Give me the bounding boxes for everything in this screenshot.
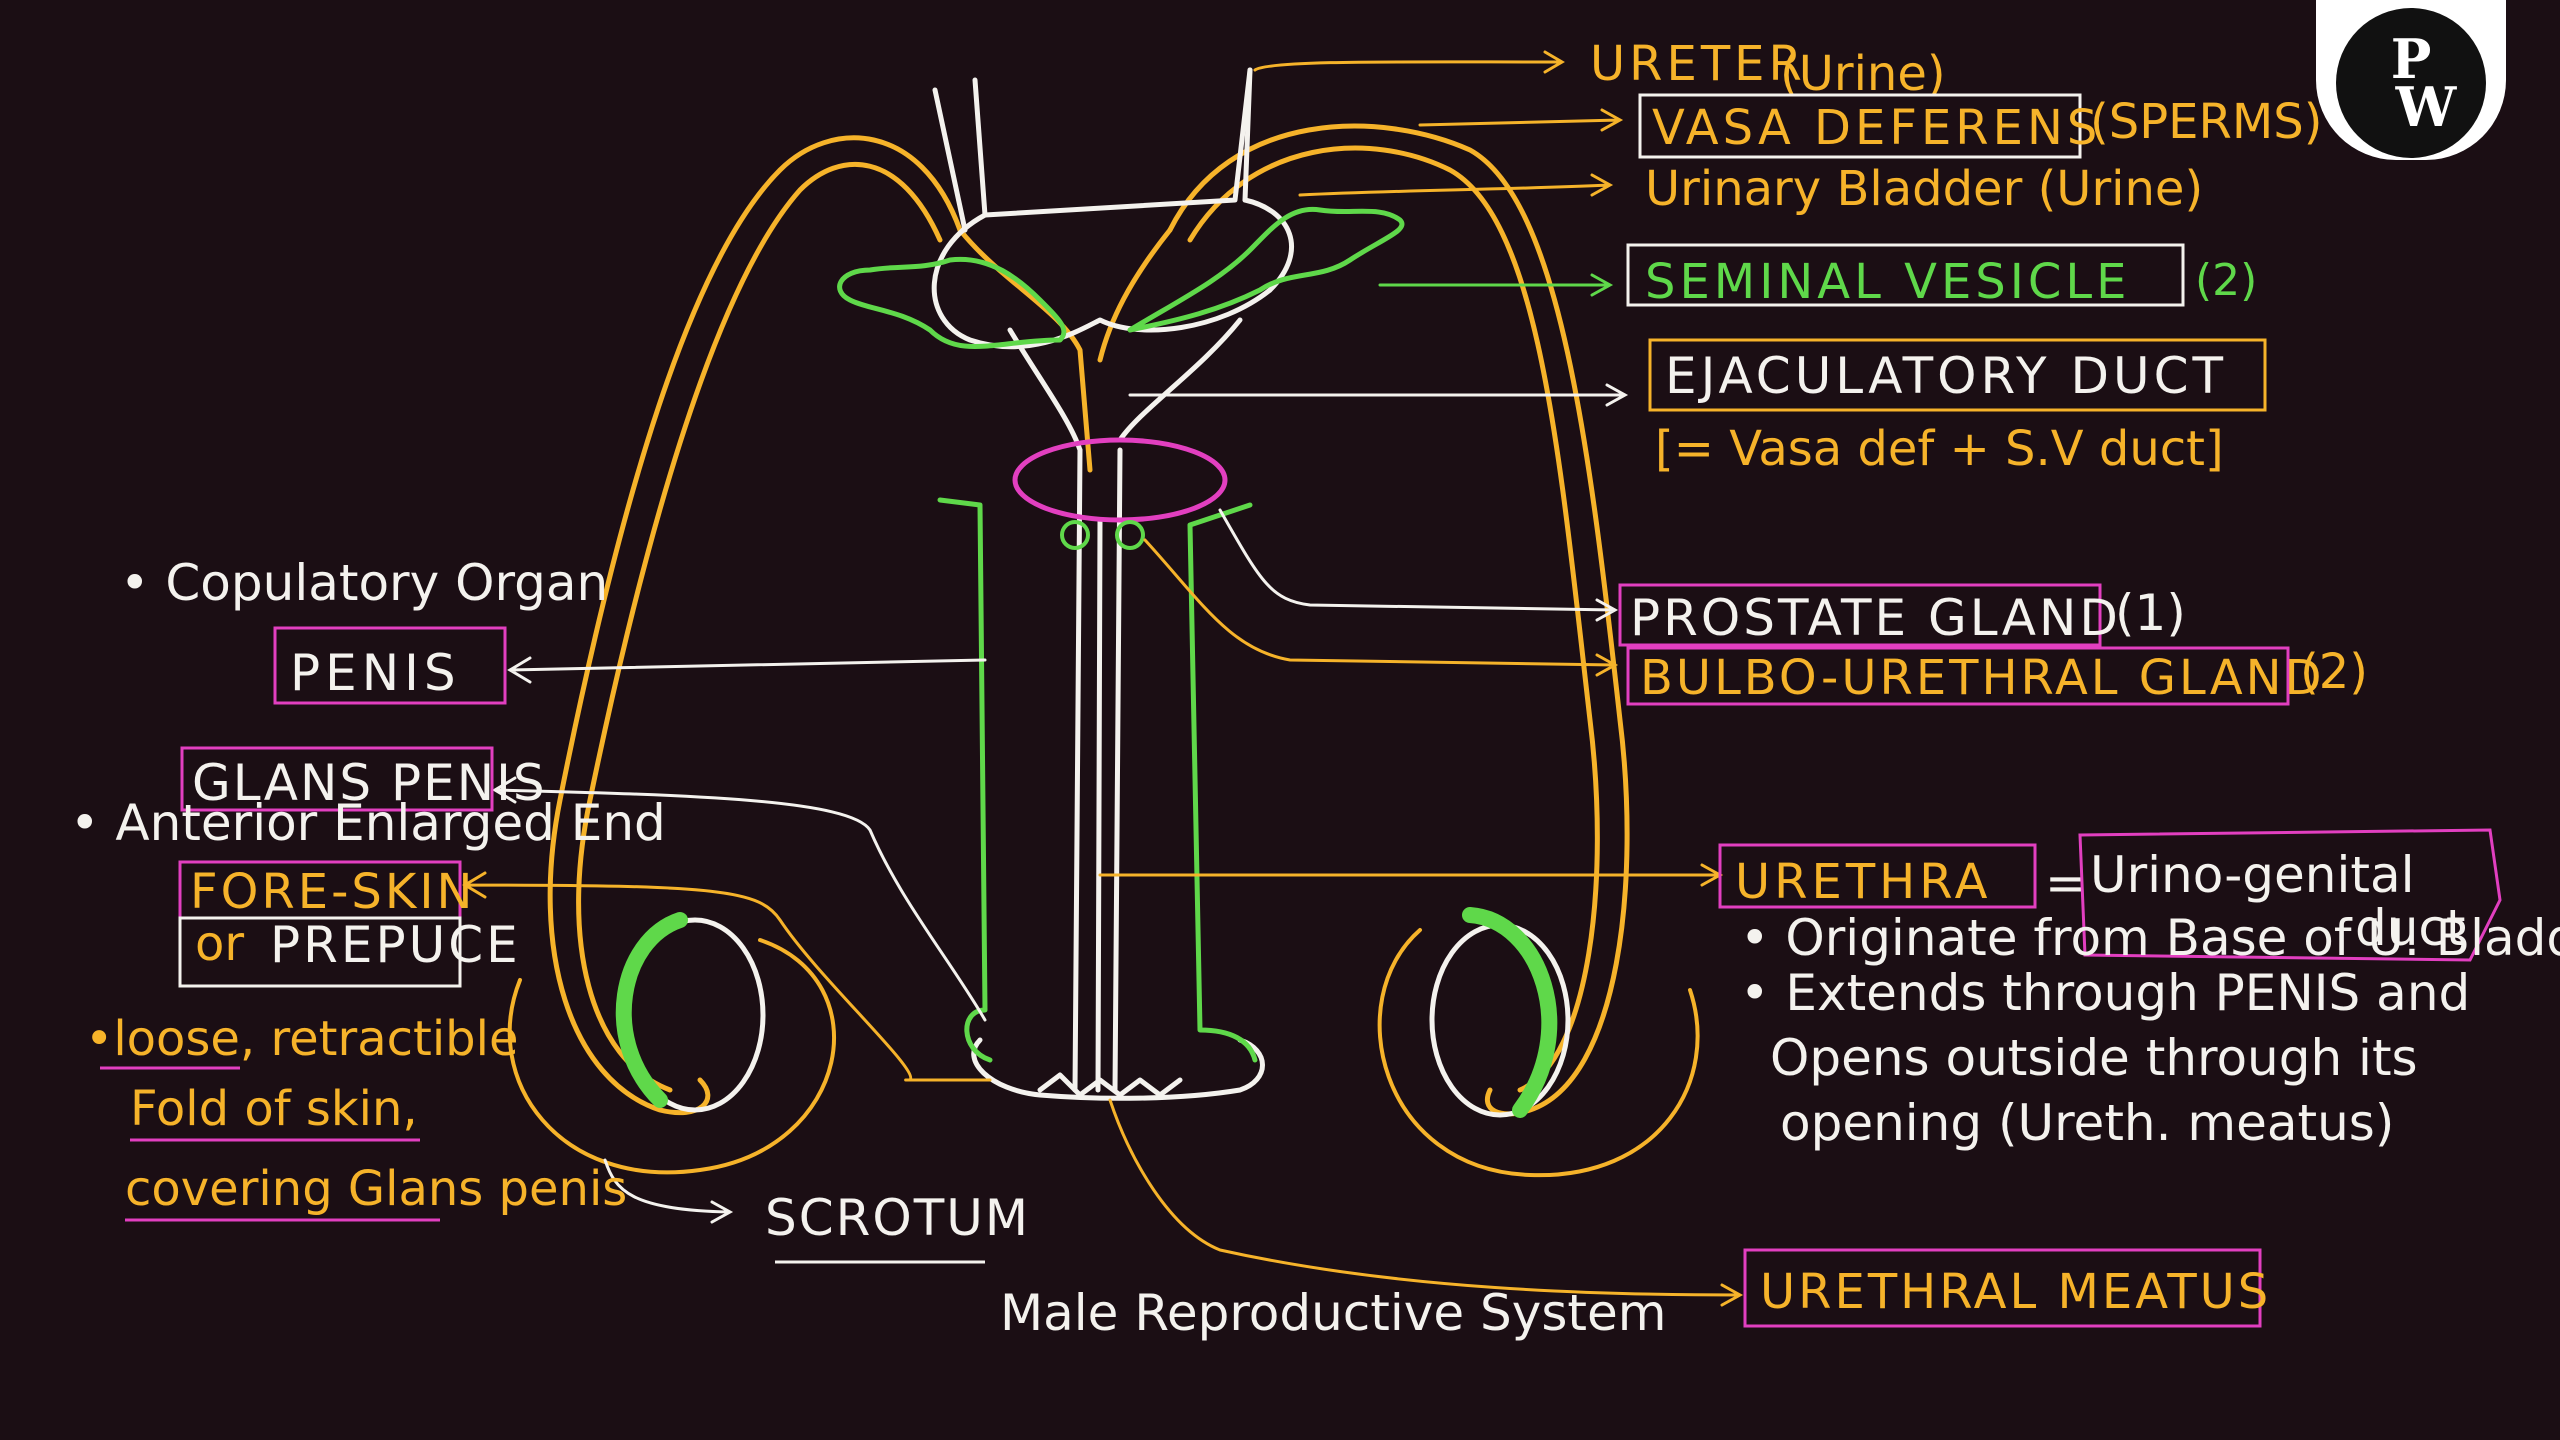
bladder-pointer	[1298, 173, 1614, 197]
seminal-count: (2)	[2195, 255, 2257, 306]
diagram-title: Male Reproductive System	[1000, 1284, 1666, 1342]
urino-duct-text: duct	[2355, 899, 2466, 957]
urethra-label: URETHRA	[1735, 854, 1991, 910]
penis-pointer	[507, 656, 987, 684]
urethra-point-2: • Extends through PENIS and	[1740, 964, 2470, 1022]
bladder-drawing	[931, 67, 1295, 1101]
anatomy-drawing	[507, 67, 1700, 1178]
seminal-pointer	[1378, 273, 1614, 297]
pw-logo-letter-bottom: W	[2395, 75, 2457, 139]
foreskin-label: FORE-SKIN	[190, 864, 475, 920]
copulatory-text: • Copulatory Organ	[120, 554, 608, 612]
seminal-vesicle-drawing	[837, 206, 1405, 1063]
ureter-note: (Urine)	[1780, 46, 1946, 102]
ejac-label: EJACULATORY DUCT	[1665, 347, 2227, 405]
prepuce-label: PREPUCE	[270, 916, 521, 974]
label-seminal: SEMINAL VESICLE (2)	[1626, 243, 2257, 310]
label-glans: GLANS PENIS • Anterior Enlarged End	[70, 746, 666, 852]
pw-logo: P W	[2316, 0, 2506, 160]
loose-line-1: •loose, retractible	[85, 1011, 519, 1067]
prostate-label: PROSTATE GLAND	[1630, 589, 2121, 647]
label-bladder: Urinary Bladder (Urine)	[1645, 161, 2203, 217]
ureter-label: URETER	[1590, 36, 1806, 92]
penis-label: PENIS	[290, 644, 461, 702]
label-ureter: URETER (Urine)	[1590, 36, 1946, 102]
bulbo-label: BULBO-URETHRAL GLAND	[1640, 650, 2325, 706]
bladder-label: Urinary Bladder (Urine)	[1645, 161, 2203, 217]
anterior-text: • Anterior Enlarged End	[70, 794, 666, 852]
testis-right-drawing	[1377, 907, 1700, 1178]
seminal-label: SEMINAL VESICLE	[1645, 254, 2130, 310]
prostate-drawing	[1012, 437, 1228, 523]
label-loose: •loose, retractible Fold of skin, coveri…	[85, 1011, 627, 1222]
prostate-count: (1)	[2115, 584, 2186, 642]
vasa-label: VASA DEFERENS	[1652, 100, 2101, 156]
glans-label: GLANS PENIS	[192, 754, 547, 812]
prostate-pointer	[1218, 508, 1619, 622]
label-vasa: VASA DEFERENS (SPERMS)	[1638, 93, 2322, 159]
ureter-pointer	[1253, 50, 1565, 74]
urethra-point-3: Opens outside through its	[1770, 1029, 2418, 1087]
label-ejac: EJACULATORY DUCT [= Vasa def + S.V duct]	[1648, 338, 2267, 477]
label-meatus: URETHRAL MEATUS	[1743, 1248, 2271, 1328]
vasa-note: (SPERMS)	[2090, 94, 2322, 150]
pw-logo-letter-top: P	[2390, 27, 2432, 91]
vasa-deferens-drawing	[547, 123, 1630, 1117]
label-foreskin: FORE-SKIN or PREPUCE	[178, 860, 521, 988]
label-copulatory: • Copulatory Organ PENIS	[120, 554, 608, 705]
glans-pointer	[492, 776, 987, 1022]
urethra-points: • Originate from Base of U. Bladder • Ex…	[1740, 909, 2560, 1152]
label-scrotum: SCROTUM	[765, 1189, 1030, 1264]
ejac-note: [= Vasa def + S.V duct]	[1655, 421, 2224, 477]
scrotum-pointer	[603, 1158, 734, 1224]
testis-left-drawing	[507, 912, 837, 1175]
vasa-pointer	[1418, 108, 1624, 132]
urino-genital-text: Urino-genital	[2090, 846, 2415, 904]
meatus-pointer	[1108, 1098, 1744, 1307]
loose-line-3: covering Glans penis	[125, 1161, 627, 1217]
prepuce-or: or	[195, 916, 244, 972]
label-bulbo: BULBO-URETHRAL GLAND (2)	[1626, 644, 2368, 706]
label-prostate: PROSTATE GLAND (1)	[1618, 583, 2186, 647]
bulbo-urethral-left-drawing	[1060, 520, 1090, 550]
label-urethra: URETHRA = Urino-genital duct	[1718, 828, 2502, 962]
bulbo-urethral-right-drawing	[1115, 520, 1145, 550]
bulbo-pointer	[1143, 538, 1619, 677]
foreskin-pointer	[462, 871, 992, 1082]
urethra-point-1: • Originate from Base of U. Bladder	[1740, 909, 2560, 967]
bulbo-count: (2)	[2300, 644, 2368, 700]
ejac-pointer	[1128, 383, 1629, 407]
pointer-arrows	[462, 50, 1744, 1307]
meatus-label: URETHRAL MEATUS	[1760, 1264, 2271, 1320]
urethra-point-4: opening (Ureth. meatus)	[1780, 1094, 2394, 1152]
pw-logo-badge: P W	[2336, 8, 2486, 158]
loose-line-2: Fold of skin,	[130, 1081, 418, 1137]
scrotum-label: SCROTUM	[765, 1189, 1030, 1247]
